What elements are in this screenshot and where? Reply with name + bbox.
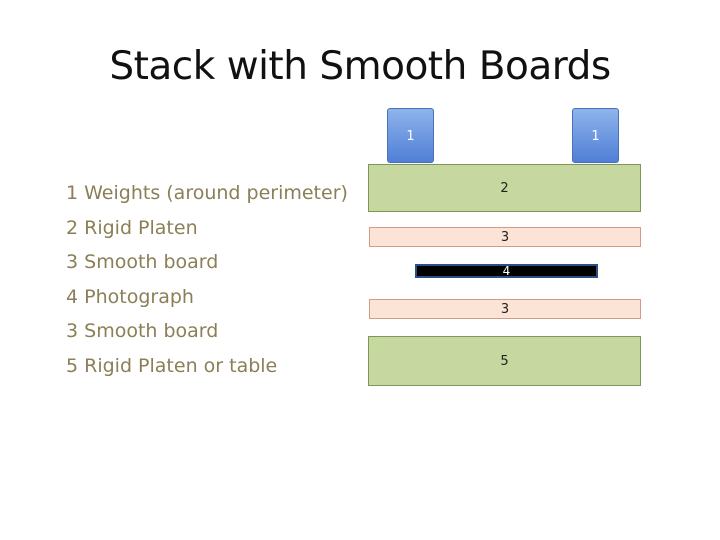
- photograph: 4: [415, 264, 598, 278]
- legend-item-weights: 1 Weights (around perimeter): [66, 182, 348, 204]
- weight-left: 1: [387, 108, 434, 163]
- bottom-smooth-board: 3: [369, 299, 641, 319]
- top-smooth-board: 3: [369, 227, 641, 247]
- legend-item-rigid-platen: 2 Rigid Platen: [66, 216, 198, 239]
- slide-title: Stack with Smooth Boards: [109, 44, 611, 89]
- legend-item-rigid-platen-or-table: 5 Rigid Platen or table: [66, 354, 278, 377]
- legend-item-smooth-board-bottom: 3 Smooth board: [66, 320, 219, 343]
- legend-item-photograph: 4 Photograph: [66, 285, 194, 308]
- weight-right: 1: [572, 108, 619, 163]
- bottom-rigid-platen: 5: [368, 336, 641, 386]
- top-rigid-platen: 2: [368, 164, 641, 212]
- legend-item-smooth-board-top: 3 Smooth board: [66, 251, 219, 274]
- legend-list: 1 Weights (around perimeter) 2 Rigid Pla…: [66, 176, 348, 384]
